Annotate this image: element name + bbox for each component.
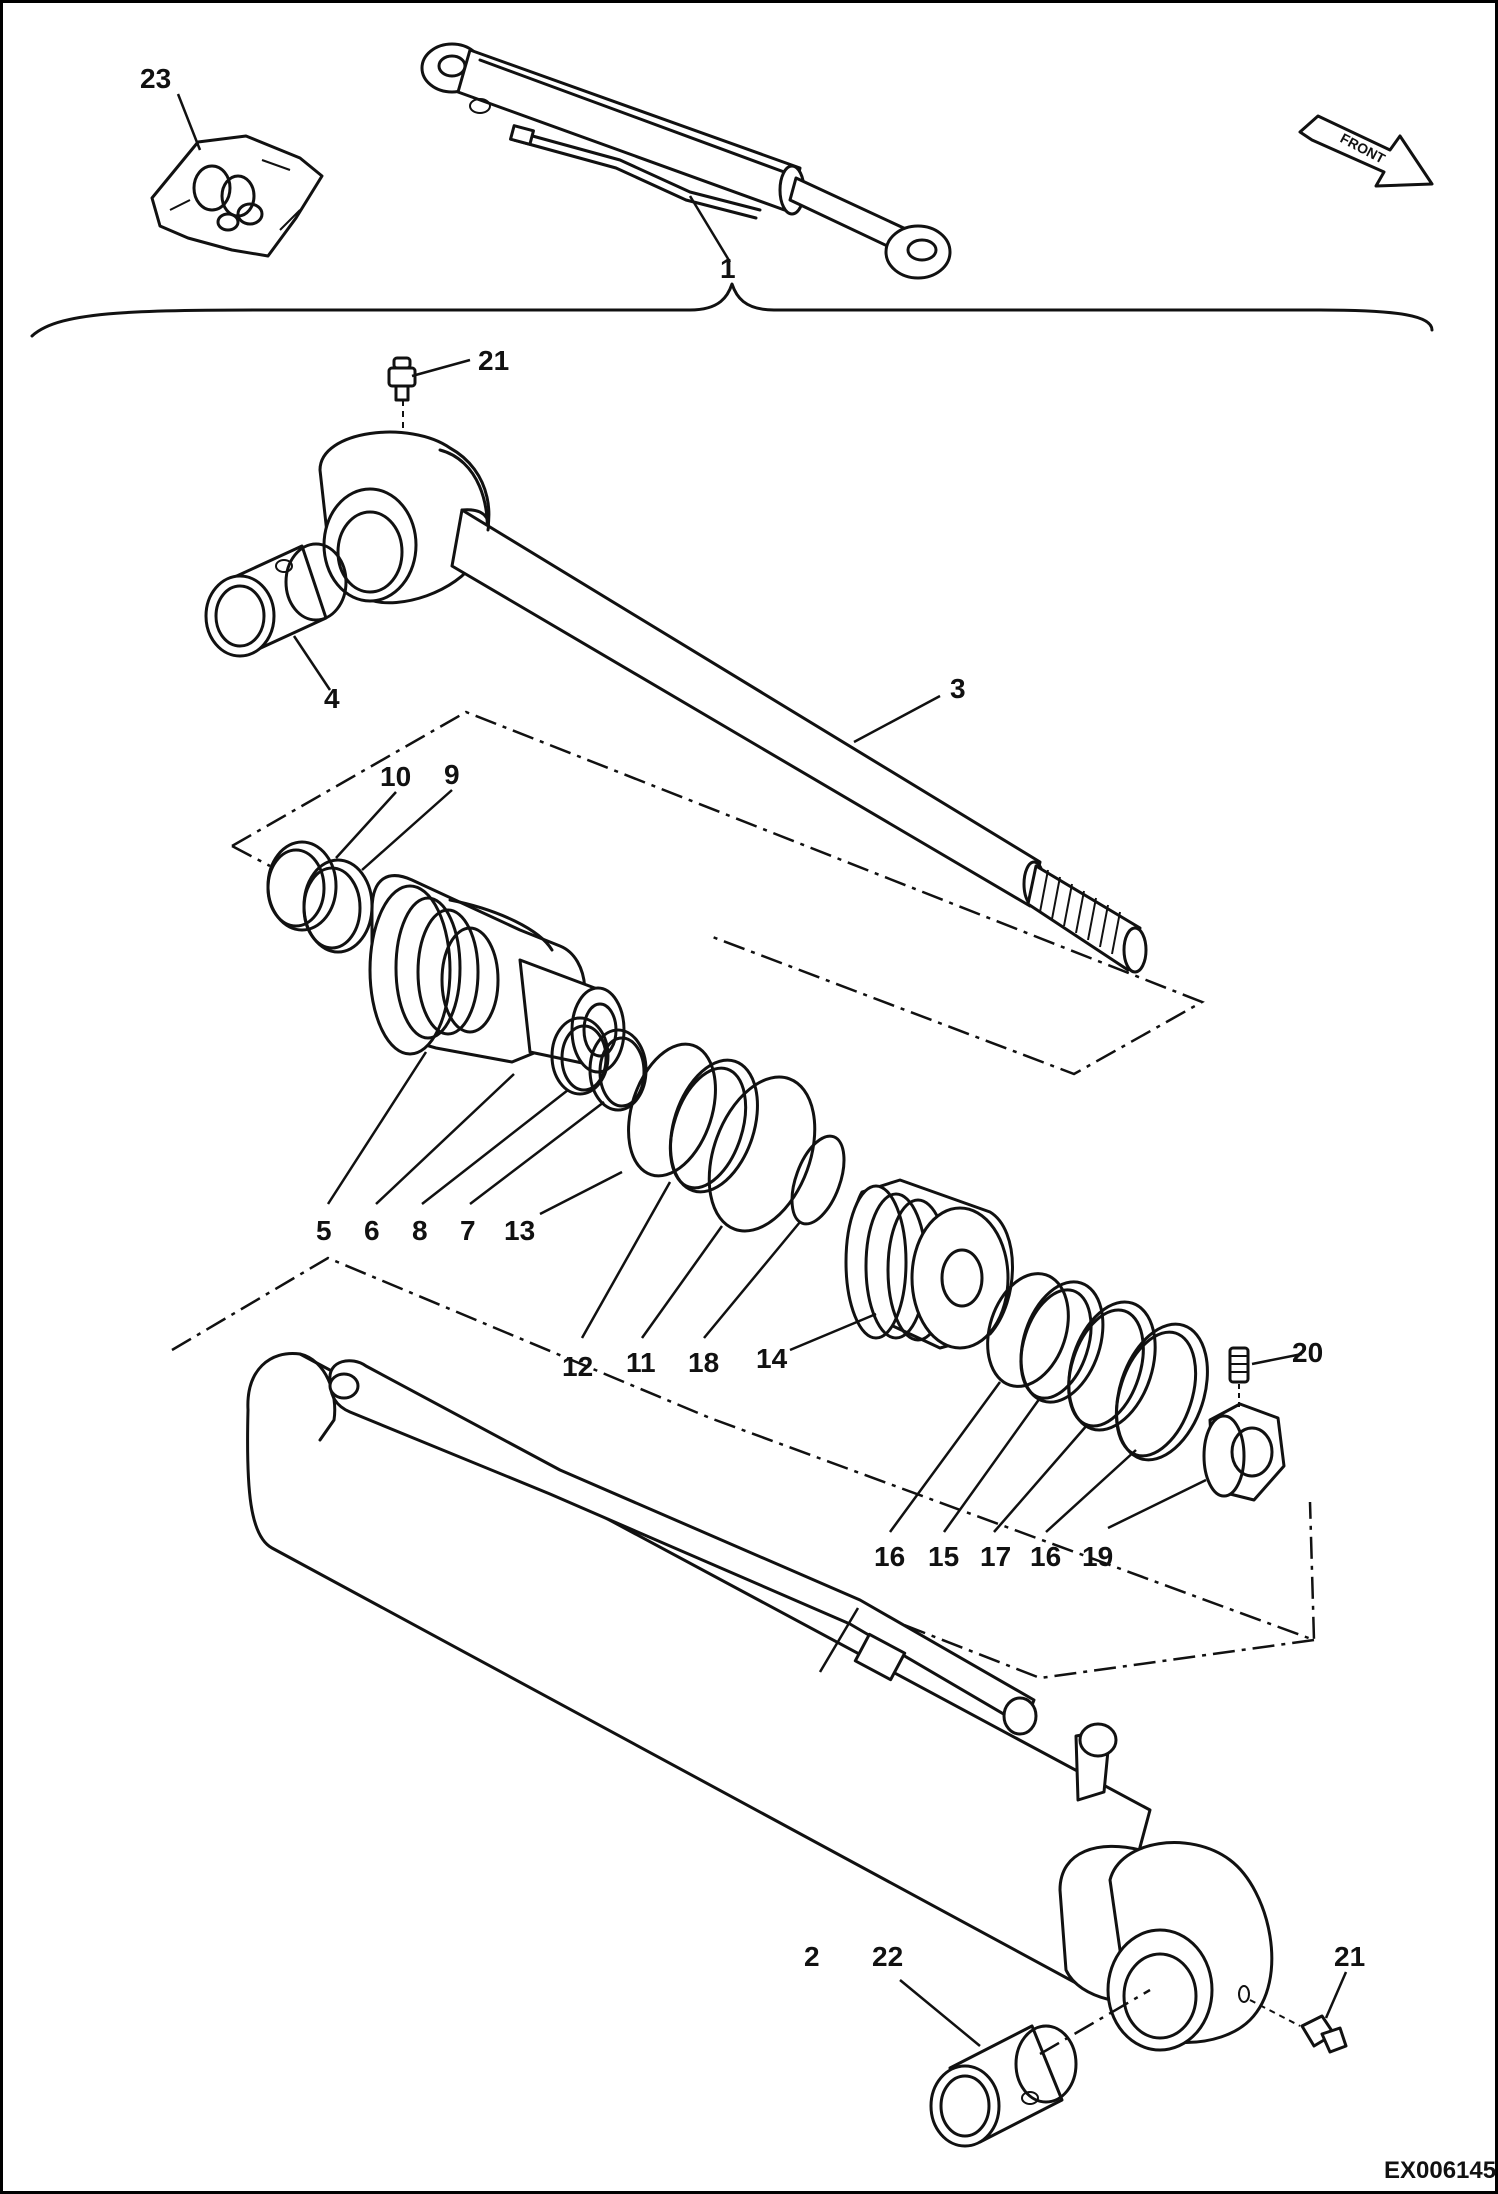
seal-kit-bag-illustration (150, 134, 324, 258)
callout-5: 5 (316, 1215, 332, 1246)
piston-nut-illustration (1202, 1402, 1286, 1502)
callout-19: 19 (1082, 1541, 1113, 1572)
cylinder-head-illustration (368, 874, 626, 1074)
callout-23: 23 (140, 63, 171, 94)
callout-21-bottom: 21 (1334, 1941, 1365, 1972)
callout-3: 3 (950, 673, 966, 704)
callout-4: 4 (324, 683, 340, 714)
o-ring-11 (707, 1075, 817, 1233)
grease-fitting-bottom (1249, 1999, 1348, 2054)
grease-fitting-top (387, 356, 417, 448)
wiper-rings-illustration (266, 840, 374, 954)
callout-11: 11 (626, 1347, 656, 1378)
alignment-line-tube (171, 1256, 1316, 1680)
alignment-line-rod-2 (231, 844, 271, 868)
callout-13: 13 (504, 1215, 535, 1246)
callout-12: 12 (562, 1351, 593, 1382)
callout-8: 8 (412, 1215, 428, 1246)
callout-9: 9 (444, 759, 460, 790)
callout-16-left: 16 (874, 1541, 905, 1572)
o-ring-18 (790, 1134, 846, 1226)
o-ring-13 (627, 1042, 717, 1178)
callout-2: 2 (804, 1941, 820, 1972)
callout-6: 6 (364, 1215, 380, 1246)
piston-illustration (844, 1178, 1014, 1350)
callout-22: 22 (872, 1941, 903, 1972)
callout-15: 15 (928, 1541, 959, 1572)
head-seals-illustration (550, 1016, 648, 1112)
leader-lines (176, 93, 1348, 2047)
callout-16-right: 16 (1030, 1541, 1061, 1572)
bushing-rod-end-illustration (204, 542, 348, 658)
callout-10: 10 (380, 761, 411, 792)
front-direction-arrow: FRONT (1298, 114, 1434, 188)
cylinder-tube-illustration (246, 1352, 1274, 2052)
alignment-line-rod (231, 710, 1205, 1076)
bushing-tube-end-illustration (929, 1988, 1151, 2148)
cylinder-assembly-illustration (420, 42, 952, 280)
callout-21-top: 21 (478, 345, 509, 376)
callout-18: 18 (688, 1347, 719, 1378)
piston-rings-illustration (986, 1272, 1209, 1462)
callout-14: 14 (756, 1343, 788, 1374)
callout-20: 20 (1292, 1337, 1323, 1368)
callout-7: 7 (460, 1215, 476, 1246)
callout-1: 1 (720, 253, 736, 284)
callout-labels: 1 23 21 3 4 10 9 5 6 8 7 13 12 11 18 14 … (140, 63, 1365, 1972)
set-screw-illustration (1228, 1346, 1250, 1410)
document-id: EX006145 (1384, 2157, 1496, 2184)
assembly-brace (30, 282, 1434, 338)
callout-17: 17 (980, 1541, 1011, 1572)
piston-rod-illustration (318, 430, 1148, 974)
backup-ring-12 (668, 1058, 759, 1194)
